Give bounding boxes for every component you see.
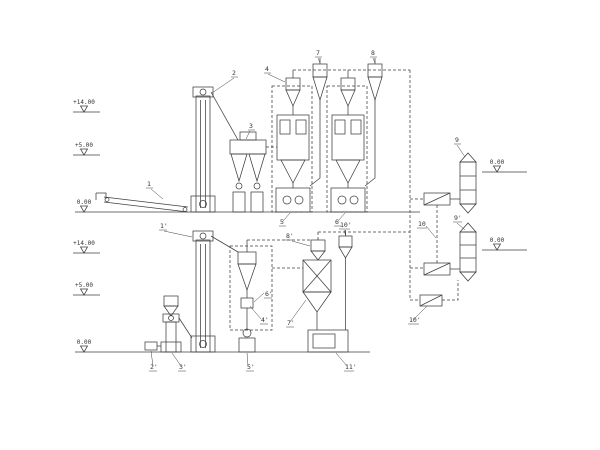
elevation-marker-upper-0: 0.00 (77, 199, 92, 213)
callout-number: 6 (335, 218, 339, 226)
fan-box-bottom (419, 294, 443, 307)
elevation-value: +14.00 (73, 240, 95, 247)
equipment-label-mill-a: 5 (279, 212, 291, 227)
callout-number: 11' (345, 363, 357, 371)
callout-number: 3 (249, 122, 253, 130)
inclined-conveyor-symbol (95, 192, 189, 213)
callout-number: 10' (409, 316, 421, 324)
equipment-label-packer-a: 5' (246, 352, 255, 372)
equipment-label-fan-upper: 10 (417, 220, 437, 239)
callout-number: 1' (160, 222, 168, 230)
elevation-marker-right-lower: 0.00 (490, 237, 505, 251)
elevation-value: +5.00 (75, 142, 93, 149)
callout-number: 9 (455, 136, 459, 144)
equipment-label-elevator-b: 1' (159, 222, 193, 238)
elevation-value: 0.00 (77, 339, 92, 346)
equipment-label-filter-upper: 9 (454, 136, 466, 158)
equipment-label-packer-b: 11' (335, 352, 357, 372)
elevation-marker-lower-5: +5.00 (75, 282, 93, 296)
dust-cyclone-b-symbol (364, 58, 383, 187)
callout-number: 10 (418, 220, 426, 228)
callout-number: 8 (371, 49, 375, 57)
fan-box-lower (423, 262, 460, 276)
callout-number: 2 (232, 69, 236, 77)
callout-number: 2' (150, 363, 158, 371)
fan-box-upper (423, 192, 460, 206)
equipment-label-conveyor: 1 (146, 180, 164, 200)
bin-line-symbol (302, 230, 353, 353)
diagram-linework: +14.00 +5.00 0.00 +14.00 +5.00 0.00 0.00 (73, 49, 527, 372)
equipment-label-cyclone-e: 8' (285, 232, 311, 247)
equipment-label-sifter: 3 (245, 122, 255, 140)
mill-train-a-symbol (271, 70, 313, 213)
callout-number: 1 (147, 180, 151, 188)
bucket-elevator-b-symbol (190, 230, 239, 353)
elevation-value: 0.00 (490, 237, 505, 244)
equipment-label-airlock: 6' (253, 290, 273, 303)
equipment-label-cyclone-d: 4' (249, 305, 269, 325)
callout-number: 3' (179, 363, 187, 371)
dust-cyclone-a-symbol (309, 58, 328, 187)
equipment-label-bucket-elevator: 2 (211, 69, 238, 94)
callout-number: 6' (265, 290, 273, 298)
equipment-label-fan-lower-duct: 10' (339, 221, 352, 236)
mill-train-b-symbol (326, 70, 368, 213)
equipment-label-dust-cyclone-a: 7 (315, 49, 322, 64)
equipment-label-filter-lower: 9' (453, 214, 466, 231)
callout-number: 4' (261, 316, 269, 324)
elevation-marker-lower-0: 0.00 (77, 339, 92, 353)
elevation-marker-upper-14: +14.00 (73, 99, 95, 113)
elevation-value: +14.00 (73, 99, 95, 106)
elevation-marker-lower-14: +14.00 (73, 240, 95, 254)
equipment-label-small-elevator: 3' (171, 352, 187, 372)
callout-number: 4 (265, 65, 269, 73)
callout-number: 7 (316, 49, 320, 57)
filter-lower-symbol (459, 222, 477, 282)
small-elevator-symbol (144, 295, 193, 353)
equipment-label-fan-lower: 10' (408, 305, 428, 325)
elevation-value: 0.00 (77, 199, 92, 206)
equipment-label-cyclone-a: 4 (264, 65, 286, 83)
callout-number: 5' (247, 363, 255, 371)
sifter-symbol (229, 131, 277, 213)
equipment-label-mill-b: 6 (334, 212, 346, 227)
callout-number: 8' (286, 232, 294, 240)
callout-number: 9' (454, 214, 462, 222)
equipment-label-dust-cyclone-b: 8 (370, 49, 377, 64)
filter-upper-symbol (459, 152, 477, 214)
elevation-marker-upper-5: +5.00 (75, 142, 93, 156)
callout-number: 7' (287, 319, 295, 327)
callout-number: 10' (340, 221, 352, 229)
equipment-label-feeder-b: 2' (149, 350, 158, 372)
duct-network (247, 69, 459, 301)
elevation-value: 0.00 (490, 159, 505, 166)
callout-number: 5 (280, 218, 284, 226)
cyclone-d-line-symbol (229, 240, 273, 353)
equipment-label-bin: 7' (286, 299, 307, 328)
elevation-marker-right-upper: 0.00 (490, 159, 505, 173)
bucket-elevator-symbol (190, 86, 239, 213)
elevation-value: +5.00 (75, 282, 93, 289)
